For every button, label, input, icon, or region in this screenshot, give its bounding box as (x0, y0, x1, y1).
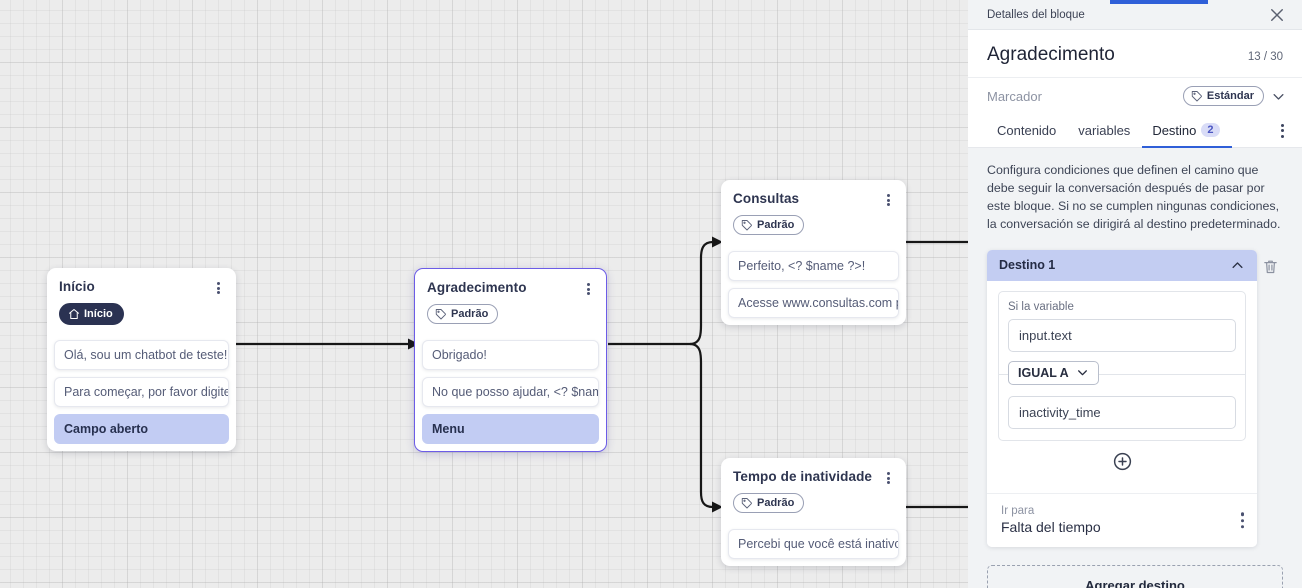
node-header: Tempo de inatividade Padrão (721, 458, 906, 522)
tab-variables[interactable]: variables (1068, 114, 1142, 148)
node-title: Tempo de inatividade (733, 469, 873, 484)
destination-body: Si la variable IGUAL A (987, 281, 1257, 493)
node-menu-button[interactable] (211, 280, 225, 296)
node-rows: Olá, sou um chatbot de teste! Para começ… (47, 340, 236, 444)
node-row[interactable]: Obrigado! (422, 340, 599, 370)
node-menu-button[interactable] (881, 192, 895, 208)
flow-node-inicio[interactable]: Início Início Olá, sou um chatbot de tes… (47, 268, 236, 451)
home-icon (69, 309, 79, 319)
destination-section: Destino 1 Si la variable IG (987, 249, 1283, 547)
node-row[interactable]: Olá, sou um chatbot de teste! (54, 340, 229, 370)
destination-header-label: Destino 1 (999, 258, 1056, 273)
flow-node-agradecimento[interactable]: Agradecimento Padrão Obrigado! No que po… (414, 268, 607, 452)
tag-icon (1191, 91, 1202, 102)
node-tag-label: Padrão (451, 308, 489, 320)
panel-topbar: Detalles del bloque (968, 0, 1302, 30)
node-tag-default: Padrão (427, 304, 499, 324)
condition-box: Si la variable IGUAL A (998, 290, 1246, 441)
marcador-tag-label: Estándar (1206, 90, 1254, 102)
add-condition-row (998, 441, 1246, 481)
node-menu-button[interactable] (881, 470, 895, 486)
char-counter: 13 / 30 (1247, 51, 1283, 63)
add-destination-label: Agregar destino (1085, 578, 1185, 588)
destination-header[interactable]: Destino 1 (987, 249, 1257, 281)
tag-icon (435, 309, 446, 320)
panel-tabs: Contenido variables Destino 2 (968, 114, 1302, 148)
node-menu-button[interactable] (581, 281, 595, 297)
marcador-label: Marcador (987, 88, 1042, 104)
operator-select[interactable]: IGUAL A (1008, 360, 1099, 385)
node-row[interactable]: Percebi que você está inativo. C... (728, 529, 899, 559)
node-title: Consultas (733, 191, 800, 206)
tag-icon (741, 220, 752, 231)
tab-destino[interactable]: Destino 2 (1142, 114, 1232, 148)
chevron-up-icon[interactable] (1230, 258, 1245, 273)
variable-input[interactable] (1008, 318, 1236, 352)
tab-contenido[interactable]: Contenido (987, 114, 1068, 148)
node-title: Agradecimento (427, 280, 527, 295)
goto-value: Falta del tiempo (1001, 518, 1101, 535)
marcador-control[interactable]: Estándar (1182, 86, 1286, 106)
top-tab-indicator (1110, 0, 1208, 4)
panel-topbar-title: Detalles del bloque (987, 8, 1085, 21)
node-row[interactable]: Perfeito, <? $name ?>! (728, 251, 899, 281)
destination-description: Configura condiciones que definen el cam… (987, 163, 1281, 231)
node-row[interactable]: Acesse www.consultas.com par... (728, 288, 899, 318)
operator-row: IGUAL A (998, 360, 1246, 387)
tag-icon (741, 498, 752, 509)
node-rows: Obrigado! No que posso ajudar, <? $name … (415, 340, 606, 444)
node-row[interactable]: Para começar, por favor digite o ... (54, 377, 229, 407)
node-row-highlighted[interactable]: Campo aberto (54, 414, 229, 444)
node-title: Início (59, 279, 95, 294)
tabs-overflow-menu-button[interactable] (1277, 114, 1288, 147)
flow-node-tempo-de-inatividade[interactable]: Tempo de inatividade Padrão Percebi que … (721, 458, 906, 566)
node-tag-start: Início (59, 303, 124, 325)
add-condition-button[interactable] (1112, 451, 1133, 477)
chevron-down-icon[interactable] (1271, 89, 1286, 104)
operator-label: IGUAL A (1018, 365, 1069, 380)
close-icon[interactable] (1268, 6, 1286, 24)
delete-destination-button[interactable] (1257, 250, 1283, 275)
status-badge: 2 (1201, 123, 1220, 137)
plus-circle-icon (1113, 452, 1131, 471)
comparison-value-input[interactable] (1008, 395, 1236, 429)
tab-label: Destino (1152, 122, 1197, 138)
tab-label: Contenido (997, 122, 1057, 138)
flow-node-consultas[interactable]: Consultas Padrão Perfeito, <? $name ?>! … (721, 180, 906, 325)
node-row-highlighted[interactable]: Menu (422, 414, 599, 444)
node-header: Consultas Padrão (721, 180, 906, 244)
node-tag-default: Padrão (733, 215, 805, 235)
trash-icon (1263, 260, 1277, 274)
goto-menu-button[interactable] (1240, 512, 1244, 529)
node-header: Início Início (47, 268, 236, 333)
marcador-tag[interactable]: Estándar (1182, 86, 1264, 106)
goto-label: Ir para (1001, 504, 1035, 517)
goto-destination-box[interactable]: Ir para Falta del tiempo (987, 492, 1257, 547)
divider (998, 373, 1246, 375)
node-tag-label: Padrão (757, 497, 795, 509)
node-tag-label: Padrão (757, 219, 795, 231)
node-row[interactable]: No que posso ajudar, <? $name ... (422, 377, 599, 407)
marcador-row: Marcador Estándar (968, 78, 1302, 114)
condition-label: Si la variable (1008, 300, 1074, 313)
add-destination-button[interactable]: Agregar destino (987, 564, 1283, 588)
node-rows: Percebi que você está inativo. C... (721, 529, 906, 559)
page-title: Agradecimento (987, 44, 1115, 65)
tab-label: variables (1078, 122, 1131, 138)
block-details-panel: Detalles del bloque Agradecimento 13 / 3… (968, 0, 1302, 588)
node-rows: Perfeito, <? $name ?>! Acesse www.consul… (721, 251, 906, 318)
destination-card: Destino 1 Si la variable IG (987, 249, 1257, 547)
chevron-down-icon (1077, 370, 1087, 376)
node-tag-label: Início (84, 308, 113, 320)
panel-title-row: Agradecimento 13 / 30 (968, 30, 1302, 78)
node-tag-default: Padrão (733, 493, 805, 513)
node-header: Agradecimento Padrão (415, 269, 606, 333)
panel-body: Configura condiciones que definen el cam… (968, 148, 1302, 588)
